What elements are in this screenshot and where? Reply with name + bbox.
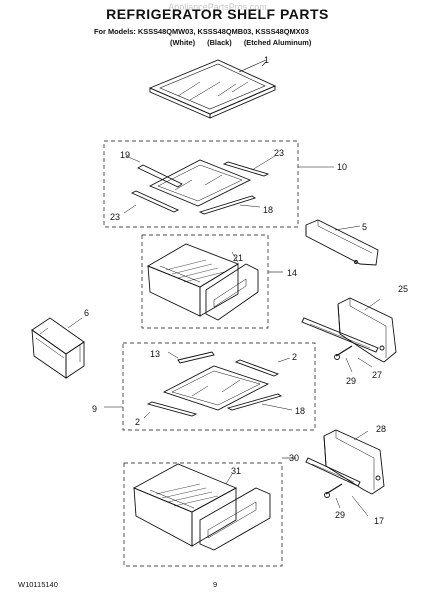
- callout-21: 21: [233, 253, 243, 263]
- callout-30: 30: [289, 453, 299, 463]
- callout-14: 14: [287, 268, 297, 278]
- callout-6: 6: [84, 308, 89, 318]
- callout-9: 9: [92, 404, 97, 414]
- crisper-drawer-box-30: [123, 457, 296, 567]
- cover-part-5: [305, 219, 379, 266]
- callout-2-left: 2: [135, 417, 140, 427]
- rail-cover-part-25: [337, 297, 397, 363]
- callout-2-right: 2: [292, 352, 297, 362]
- page-number: 9: [213, 580, 218, 589]
- crisper-drawer-box-14: [141, 234, 283, 329]
- variant-black: (Black): [207, 38, 232, 47]
- callout-18-lower: 18: [295, 406, 305, 416]
- callout-31: 31: [231, 466, 241, 476]
- models-line: For Models: KSSS48QMW03, KSSS48QMB03, KS…: [94, 27, 309, 36]
- drawer-slide-part-17: [305, 457, 369, 517]
- callout-28: 28: [376, 424, 386, 434]
- callout-29-upper: 29: [346, 376, 356, 386]
- callout-13: 13: [150, 349, 160, 359]
- document-number: W10115140: [18, 580, 58, 589]
- shelf-assembly-box-10: [103, 140, 334, 228]
- callout-17: 17: [374, 516, 384, 526]
- glass-shelf-part-1: [148, 59, 277, 119]
- model-variants: (White) (Black) (Etched Aluminum): [170, 38, 321, 47]
- callout-25: 25: [398, 284, 408, 294]
- callout-19: 19: [120, 150, 130, 160]
- callout-23-left: 23: [110, 212, 120, 222]
- door-bin-part-6: [31, 317, 85, 379]
- rail-cover-part-28: [323, 429, 385, 495]
- callout-1: 1: [264, 55, 269, 65]
- watermark: AppliancePartsPros.com: [168, 2, 267, 12]
- callout-numbers: 1 19 23 10 23 18 5 21 14 6 25 29 27 13 2…: [84, 55, 408, 526]
- callout-18-upper: 18: [263, 205, 273, 215]
- callout-23-right: 23: [274, 148, 284, 158]
- callout-leaders: [261, 61, 267, 67]
- variant-etched-aluminum: (Etched Aluminum): [243, 38, 312, 47]
- variant-white: (White): [170, 38, 196, 47]
- screw-part-29-lower: [324, 483, 343, 509]
- drawer-slide-part-27: [301, 317, 379, 368]
- shelf-assembly-box-9: [104, 342, 316, 431]
- callout-5: 5: [362, 222, 367, 232]
- callout-10: 10: [337, 162, 347, 172]
- callout-29-lower: 29: [335, 510, 345, 520]
- callout-27: 27: [372, 370, 382, 380]
- page-title: REFRIGERATOR SHELF PARTS: [106, 6, 329, 22]
- screw-part-29-upper: [334, 345, 353, 373]
